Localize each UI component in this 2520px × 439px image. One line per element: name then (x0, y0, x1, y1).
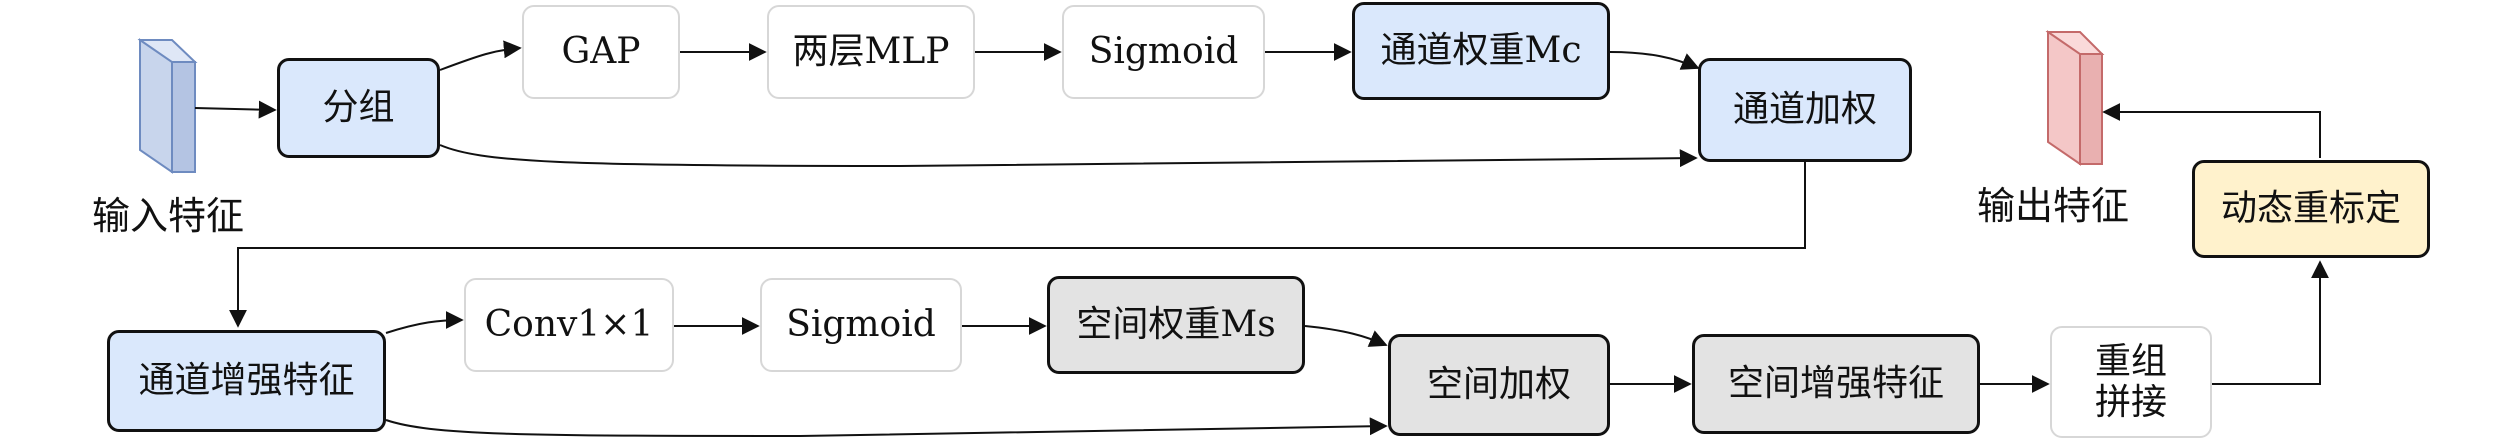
edge-group-to-weighting (439, 144, 1698, 168)
output-feature-icon (2045, 30, 2105, 166)
node-spatial-weighting: 空间加权 (1388, 334, 1610, 436)
edge-regroup-to-recalib (2212, 260, 2329, 385)
node-spatial-enhanced: 空间增强特征 (1692, 334, 1980, 434)
node-sigmoid-top: Sigmoid (1062, 5, 1265, 99)
node-spatial-weight: 空间权重Ms (1047, 276, 1305, 374)
edge-channel-enhanced-to-weighting (385, 417, 1388, 438)
input-feature-icon (137, 38, 198, 174)
edge-weight-to-weighting (1609, 51, 1700, 70)
label-input-feature: 输入特征 (92, 194, 245, 238)
node-channel-enhanced: 通道增强特征 (107, 330, 386, 432)
edge-channel-enhanced-to-conv (385, 311, 464, 334)
node-two-layer-mlp: 两层MLP (767, 5, 975, 99)
node-dynamic-recalibration: 动态重标定 (2192, 160, 2430, 258)
edge-input-to-group (194, 100, 277, 119)
edge-spatial-weight-to-weighting (1304, 325, 1388, 347)
edge-recalib-to-output (2102, 103, 2321, 158)
node-channel-weight: 通道权重Mc (1352, 2, 1610, 100)
node-conv1x1: Conv1×1 (464, 278, 674, 372)
edge-weighting-to-channel-enhanced (229, 162, 1806, 328)
label-output-feature: 输出特征 (1977, 184, 2130, 228)
node-group: 分组 (277, 58, 440, 158)
node-gap: GAP (522, 5, 680, 99)
node-sigmoid-bottom: Sigmoid (760, 278, 962, 372)
regroup-line1: 重组 (2094, 340, 2167, 382)
node-channel-weighting: 通道加权 (1698, 58, 1912, 162)
edge-group-to-gap (439, 40, 522, 71)
node-regroup-concat: 重组 拼接 (2050, 326, 2212, 438)
regroup-line2: 拼接 (2094, 382, 2167, 423)
